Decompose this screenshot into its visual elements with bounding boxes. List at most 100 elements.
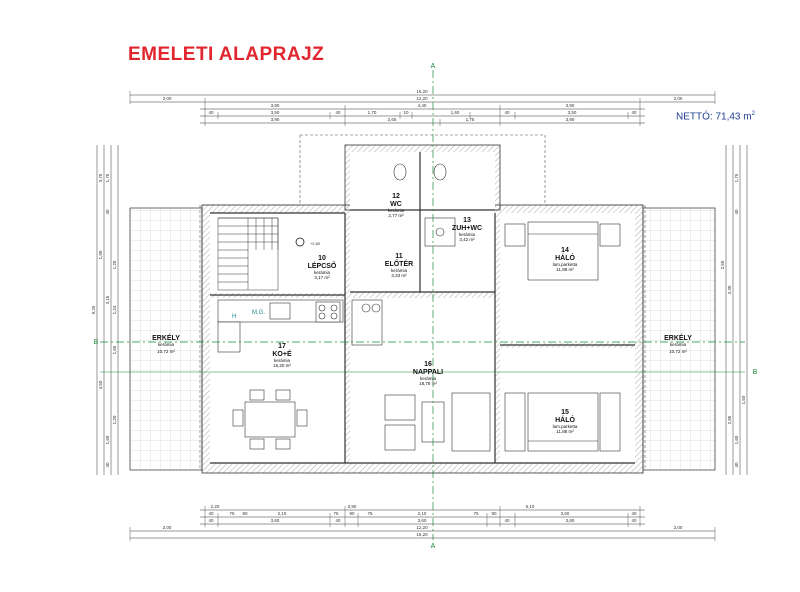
room-name: NAPPALI [413,369,443,376]
dim-top-e2: 2,65 [388,117,397,122]
room-num: 15 [561,409,569,416]
dim-bot-c1: 40 [208,518,214,523]
room-num: 10 [318,255,326,262]
dim-bot-d2: 12,20 [416,525,428,530]
dim-top-d3: 40 [335,110,341,115]
room-label-erkely-left: ERKÉLY kerámia 10,72 m² [152,333,180,354]
room-label-kone: 17 KO+É kerámia 16,20 m² [272,343,292,368]
dim-bot-c5: 40 [504,518,510,523]
dim-bot-b12: 40 [631,511,637,516]
dim-top-e1: 3,90 [271,117,280,122]
room-name: ERKÉLY [664,333,692,342]
room-floor: kerámia [670,342,687,347]
room-num: 16 [424,361,432,368]
dim-right-2: 3,30 [727,285,732,294]
dim-left-13: 40 [105,462,110,468]
room-floor: kerámia [314,270,331,275]
room-floor: kerámia [158,342,175,347]
room-floor: kerámia [391,268,408,273]
room-name: LÉPCSŐ [308,261,337,270]
dim-right-6: 1,60 [734,435,739,444]
room-label-zuh: 13 ZUH+WC kerámia 3,42 m² [452,217,482,242]
dim-bot-a1: 2,20 [211,504,220,509]
dim-bot-b8: 2,10 [418,511,427,516]
room-area: 2,77 m² [388,213,404,218]
room-area: 10,72 m² [157,349,175,354]
room-num: 17 [278,343,286,350]
room-name: HÁLÓ [555,253,575,262]
net-area-label: NETTÓ: 71,43 m2 [676,111,755,122]
dim-left-9: 1,65 [112,345,117,354]
room-name: ELŐTÉR [385,259,413,268]
kitchen-fixture-mg: M.G. [252,310,265,316]
dim-left-7: 3,15 [105,295,110,304]
dim-top-d9: 40 [631,110,637,115]
dim-bot-b4: 2,10 [278,511,287,516]
room-area: 3,33 m² [391,273,407,278]
room-area: 16,20 m² [273,363,291,368]
dim-top-e4: 3,90 [566,117,575,122]
room-label-wc: 12 WC kerámia 2,77 m² [388,193,405,218]
room-num: 13 [463,217,471,224]
room-floor: kerámia [420,376,437,381]
dim-top-d5: 10 [403,110,409,115]
dim-left-3: 1,75 [105,173,110,182]
dim-right-7: 40 [734,462,739,468]
dim-bot-d1: 2,00 [163,525,172,530]
dim-top-d6: 1,60 [451,110,460,115]
dimension-labels-right: 2,50 3,30 1,75 40 2,85 1,60 40 1,50 [720,173,746,467]
dim-right-8: 1,50 [741,395,746,404]
room-label-halo-15: 15 HÁLÓ lam.parketta 11,88 m² [553,409,578,434]
room-num: 11 [395,253,403,260]
dim-top-mid: 12,20 [416,96,428,101]
dim-left-8: 1,24 [112,305,117,314]
dining-table [232,389,308,450]
kitchen-fixture-h: H [232,314,236,320]
dim-top-d4: 1,70 [368,110,377,115]
dim-top-a: 3,90 [271,103,280,108]
dim-bot-c4: 3,60 [418,518,427,523]
dimension-chain-right [725,145,748,475]
wc-fixtures [393,163,456,247]
dim-left-4: 40 [105,209,110,215]
bed-14 [504,221,621,281]
dim-bot-b7: 75 [367,511,373,516]
axis-b-left: B [94,339,99,346]
staircase [217,217,279,291]
dim-top-d1: 40 [208,110,214,115]
dim-left-12: 1,60 [105,435,110,444]
dim-bot-b6: 90 [349,511,355,516]
dimension-chain-left [96,145,119,475]
dim-bot-c6: 3,60 [566,518,575,523]
kitchen-counter [217,299,344,353]
axis-b-right: B [753,369,758,376]
room-area: 3,42 m² [459,237,475,242]
dim-top-d8: 3,50 [568,110,577,115]
dim-bot-b9: 75 [473,511,479,516]
dim-bot-a2: 3,90 [348,504,357,509]
room-area: 3,17 m² [314,275,330,280]
axis-a-top: A [431,63,436,70]
room-floor: kerámia [388,208,405,213]
room-name: WC [390,201,402,208]
dim-bot-d3: 2,00 [674,525,683,530]
dim-bot-b1: 40 [208,511,214,516]
net-area-value: 71,43 m [715,111,752,123]
net-area-unit-sup: 2 [751,111,755,117]
dim-top-e3: 1,75 [466,117,475,122]
dim-bot-b2: 75 [229,511,235,516]
dim-right-3: 1,75 [734,173,739,182]
room-name: ZUH+WC [452,225,482,232]
room-area: 11,88 m² [556,429,574,434]
room-floor: kerámia [459,232,476,237]
dim-top-l: 2,00 [163,96,172,101]
page-title: EMELETI ALAPRAJZ [128,44,325,65]
dim-right-4: 40 [734,209,739,215]
dim-right-1: 2,50 [720,260,725,269]
bed-15 [504,392,621,452]
room-label-nappali: 16 NAPPALI kerámia 18,78 m² [413,361,443,386]
room-num: 12 [392,193,400,200]
room-label-erkely-right: ERKÉLY kerámia 10,72 m² [664,333,692,354]
dim-top-d7: 40 [504,110,510,115]
